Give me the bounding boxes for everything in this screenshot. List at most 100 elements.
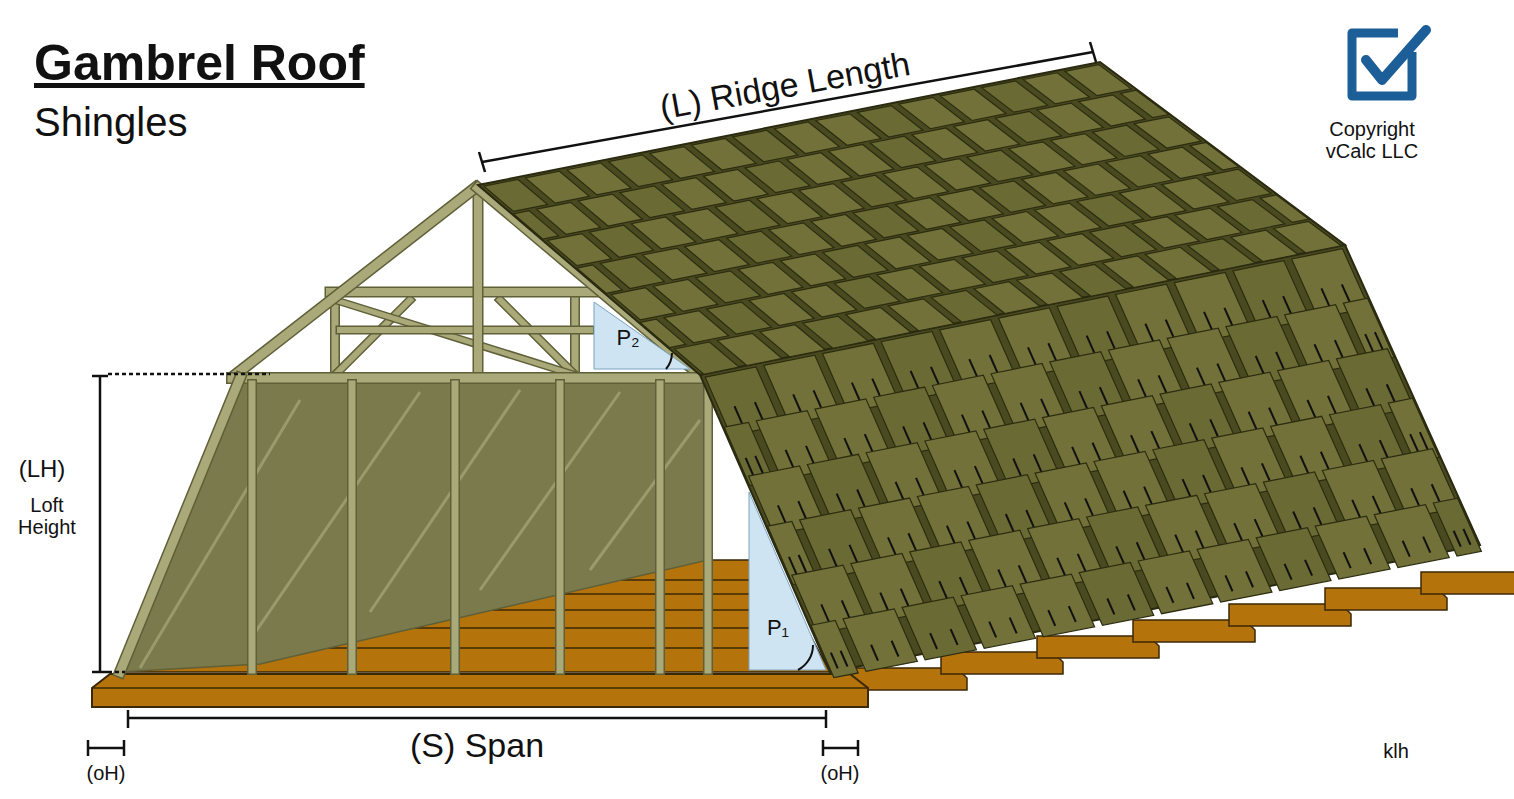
shingle-slot (789, 557, 797, 575)
shingle-slot (880, 593, 888, 611)
shingle-slot (947, 526, 955, 544)
shingle-slot (1234, 523, 1242, 541)
dimension-label: (S) Span (410, 727, 544, 764)
angle-label: P₂ (616, 326, 639, 350)
shingle-slot (842, 600, 850, 618)
shingle-slot (1411, 488, 1419, 506)
shingle (1190, 143, 1239, 171)
wall-brace (250, 392, 420, 640)
shingle-slot (778, 505, 786, 523)
dimension-label: Loft Height (11, 494, 83, 538)
shingle-slot (1006, 514, 1014, 532)
dimensions (88, 42, 1096, 756)
roof-plane (700, 245, 1480, 672)
dimension-line (87, 740, 90, 756)
shingle-slot (1410, 434, 1418, 452)
shingle-slot (755, 456, 763, 474)
dimension-line (88, 747, 124, 750)
shingle-slot (814, 390, 822, 408)
shingle-slot (1107, 599, 1114, 615)
shingle-slot (903, 426, 911, 444)
dimension-label: (LH) (19, 456, 66, 482)
angle-label: P₁ (767, 616, 789, 640)
truss-member (705, 384, 712, 670)
truss-member-outline (555, 384, 565, 670)
watermark: klh (1383, 740, 1409, 762)
shingle-slot (821, 604, 829, 622)
shingle-slot (1145, 324, 1153, 342)
shingle-slot (1300, 456, 1308, 474)
shingle-slot (746, 458, 754, 476)
shingle-slot (998, 569, 1006, 587)
shingle-slot (901, 589, 909, 607)
shingle-slot (1069, 606, 1076, 622)
truss-member (232, 374, 705, 383)
shingle-slot (1366, 388, 1374, 406)
logo-check (1366, 30, 1426, 80)
side-wall (120, 378, 708, 672)
roof-plane (478, 62, 1345, 375)
truss-member-outline (473, 190, 484, 375)
dimension-line (479, 152, 485, 172)
truss-member-outline (335, 300, 575, 375)
shingle-slot (1249, 412, 1257, 430)
shingle-slot (1124, 491, 1132, 509)
shingle-slot (852, 383, 860, 401)
shingle-slot (1335, 340, 1343, 358)
truss-member-outline (247, 384, 257, 670)
shingle-slot (1107, 331, 1115, 349)
truss-member-outline (235, 188, 475, 375)
shingle-slot (1041, 399, 1049, 417)
shingle-slot (1314, 507, 1322, 525)
shingle-slot (1328, 396, 1336, 414)
shingle-slot (924, 422, 932, 440)
dimension-line (857, 740, 860, 756)
logo-box (1352, 33, 1412, 96)
shingle-slot (1321, 288, 1329, 306)
truss-member-outline (120, 378, 240, 672)
truss-member-outline (340, 326, 590, 335)
shingle-slot (888, 537, 896, 555)
dimension-line (92, 375, 108, 378)
shingle-slot (1021, 403, 1029, 421)
shingle-slot (1241, 467, 1249, 485)
shingle-slot (1352, 500, 1360, 518)
shingle-slot (1072, 447, 1080, 465)
shingle-slot (1203, 475, 1211, 493)
shingle-slot (798, 501, 806, 519)
shingle-slot (1375, 332, 1383, 350)
shingle-slot (1034, 454, 1042, 472)
shingle-slot (1420, 432, 1428, 450)
shingle-slot (1387, 384, 1395, 402)
joist-end (1421, 572, 1514, 594)
truss-member (335, 300, 575, 375)
shingle-slot (908, 533, 916, 551)
shingle (1274, 221, 1342, 252)
shingle-slot (1028, 347, 1036, 365)
shingle-slot (1224, 308, 1232, 326)
wall-brace (370, 390, 520, 612)
wall-brace (480, 392, 620, 590)
shingle-slot (892, 641, 899, 657)
shingle-slot (1276, 352, 1284, 370)
shingle-slot (1010, 618, 1017, 634)
shingle-slot (1187, 583, 1194, 599)
truss-member (340, 327, 590, 333)
truss-member (330, 288, 598, 296)
shingle-slot (1210, 419, 1218, 437)
dimension-line (92, 671, 108, 674)
dimension-label: (oH) (821, 762, 860, 784)
shingle-slot (1359, 444, 1367, 462)
dimension-line (99, 376, 102, 672)
shingle-slot (1263, 300, 1271, 318)
shingle-slot (799, 555, 807, 573)
floor-edge (92, 687, 868, 689)
floor-front-board (92, 674, 868, 707)
shingle-slot (1204, 312, 1212, 330)
shingle-slot (844, 438, 852, 456)
shingle-slot (1196, 531, 1204, 549)
shingle-slot (1085, 498, 1093, 516)
shingle-slot (1100, 387, 1108, 405)
truss-member-outline (655, 384, 665, 670)
shingle-slot (1079, 391, 1087, 409)
